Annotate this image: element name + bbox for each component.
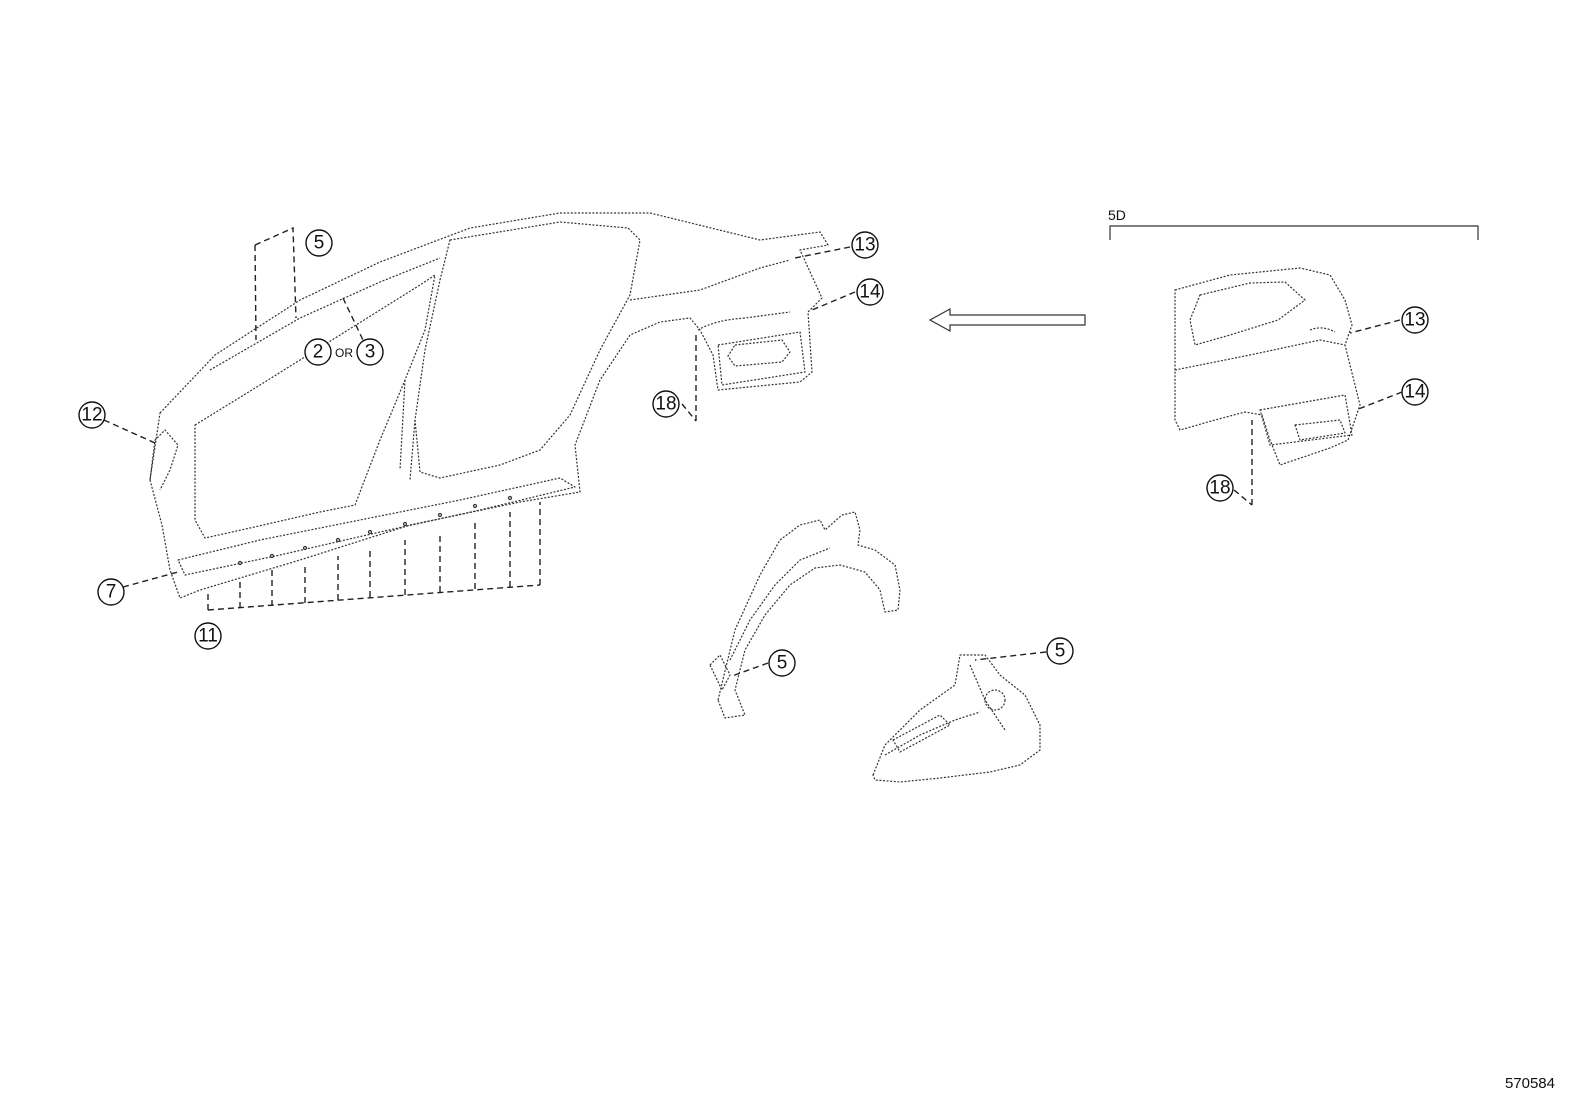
svg-text:2: 2 xyxy=(313,342,324,363)
body-side-panel xyxy=(149,212,829,599)
callout-wheelhouse-5: 5 xyxy=(1046,637,1074,665)
reference-number: 570584 xyxy=(1505,1075,1555,1092)
callout-inner-5: 5 xyxy=(768,649,796,677)
svg-text:5: 5 xyxy=(777,653,788,674)
inner-leaders xyxy=(731,662,769,677)
svg-text:14: 14 xyxy=(1404,382,1426,403)
wheelhouse-leaders xyxy=(974,651,1047,661)
main-leaders xyxy=(103,226,856,611)
outer-wheelhouse xyxy=(872,654,1041,783)
svg-text:14: 14 xyxy=(859,282,881,303)
callout-alt-14: 14 xyxy=(1401,378,1429,406)
variant-bracket xyxy=(1109,225,1479,240)
callout-main-11: 11 xyxy=(194,622,222,650)
callout-main-12: 12 xyxy=(78,401,106,429)
or-label: OR xyxy=(335,346,353,360)
callout-main-3: 3 xyxy=(356,338,384,366)
svg-text:7: 7 xyxy=(106,582,117,603)
callout-main-18: 18 xyxy=(652,390,680,418)
svg-text:3: 3 xyxy=(365,342,376,363)
variant-label: 5D xyxy=(1108,207,1126,223)
svg-text:18: 18 xyxy=(1209,478,1230,499)
svg-text:11: 11 xyxy=(198,626,218,647)
alt-leaders xyxy=(1233,319,1403,506)
svg-text:13: 13 xyxy=(854,235,875,256)
svg-text:5: 5 xyxy=(1055,641,1066,662)
callout-main-14: 14 xyxy=(856,278,884,306)
callout-alt-18: 18 xyxy=(1206,474,1234,502)
callout-main-5: 5 xyxy=(305,229,333,257)
inner-wheelhouse-arch xyxy=(709,511,901,719)
svg-text:12: 12 xyxy=(81,405,102,426)
svg-text:18: 18 xyxy=(655,394,676,415)
callout-main-13: 13 xyxy=(851,231,879,259)
svg-text:5: 5 xyxy=(314,233,325,254)
callout-alt-13: 13 xyxy=(1401,306,1429,334)
svg-text:13: 13 xyxy=(1404,310,1425,331)
variant-arrow xyxy=(928,307,1086,333)
alt-rear-quarter xyxy=(1174,267,1361,466)
callout-main-2: 2 xyxy=(304,338,332,366)
callout-main-7: 7 xyxy=(97,578,125,606)
